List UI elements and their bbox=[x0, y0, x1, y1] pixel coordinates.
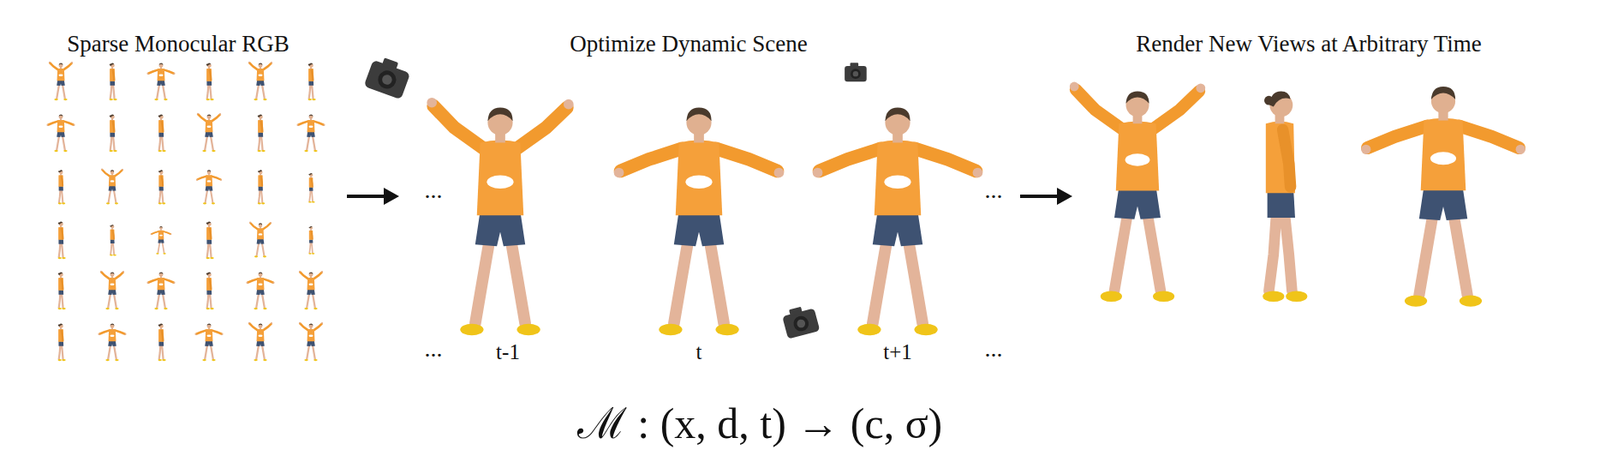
ellipsis: ... bbox=[424, 177, 443, 204]
time-label: t+1 bbox=[883, 340, 913, 365]
input-frames bbox=[47, 61, 326, 362]
panel-heading: Sparse Monocular RGB bbox=[66, 31, 289, 58]
cameras bbox=[364, 53, 867, 339]
panel-heading: Render New Views at Arbitrary Time bbox=[1135, 31, 1482, 58]
ellipsis: ... bbox=[985, 335, 1003, 363]
time-label: t-1 bbox=[495, 340, 520, 365]
novel-views bbox=[1069, 82, 1526, 307]
scene-frames bbox=[426, 97, 983, 335]
ellipsis: ... bbox=[985, 177, 1003, 204]
formula: ℳ : (x, d, t) → (c, σ) bbox=[577, 400, 944, 448]
time-label: t bbox=[696, 340, 703, 365]
panel-heading: Optimize Dynamic Scene bbox=[569, 31, 807, 58]
ellipsis: ... bbox=[424, 335, 443, 363]
